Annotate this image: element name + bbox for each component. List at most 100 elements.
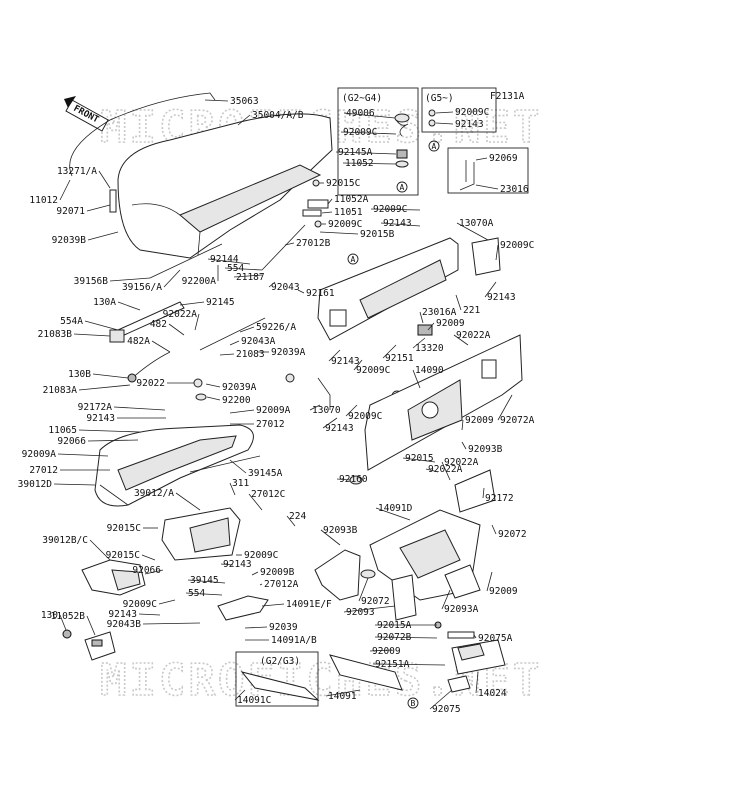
leader-line [179,301,205,306]
bolt-92143-g5 [428,119,436,127]
leader-line [57,453,109,457]
leader-line [327,198,333,205]
leader-line [207,258,251,265]
switch-23016a [417,324,433,336]
inset-box-g2-g3 [235,651,319,707]
svg-text:A: A [432,142,437,151]
leader-line [187,579,226,584]
washer-92200 [195,393,207,401]
part-label: 92071 [56,206,85,217]
bracket-13070a [471,237,501,276]
leader-line [297,289,305,294]
part-label: 27012B [296,238,331,249]
leader-line [441,461,451,481]
leader-line [261,603,285,607]
leader-line [358,577,369,602]
part-label: 35063 [230,96,259,107]
part-label: 35004/A/B [252,110,304,121]
spring-49006 [394,113,410,137]
inset-box-g2-g4 [337,87,419,196]
inset-label-g5: (G5~) [425,93,454,104]
collar-92039a [193,378,203,388]
bolt-130 [62,629,72,639]
rod-39156 [149,243,223,279]
part-label: 92069 [489,153,518,164]
part-label: 92009C [348,411,382,422]
leader-line [345,404,358,417]
bolt-92015c [312,179,320,187]
leader-line [138,613,161,616]
leader-line [336,478,351,481]
inset-label-g2-g3: (G2/G3) [260,656,300,667]
bracket-11051 [302,209,322,217]
leader-line [86,615,96,636]
leader-line [87,231,119,241]
leader-line [486,571,493,592]
part-label: 23016 [500,184,529,195]
part-label: 39012/A [134,488,174,499]
part-label: 92022 [136,378,165,389]
part-label: 92066 [57,436,86,447]
leader-line [205,383,221,388]
leader-line [113,406,166,411]
leader-line [497,394,513,421]
figure-code: F2131A [490,91,525,102]
part-label: 14091 [328,691,357,702]
leader-line [224,267,263,271]
part-label: 39156B [74,276,109,287]
part-label: 39012B/C [42,535,88,546]
part-label: 92039B [52,235,87,246]
part-label: 59226/A [256,322,296,333]
leader-line [475,157,488,161]
bracket-92093a [444,564,481,599]
bolt-92009c-g5 [428,109,436,117]
leader-line [402,457,436,463]
leader-line [233,274,263,278]
part-label: 92015A [377,620,412,631]
part-label: 482A [127,336,150,347]
part-label: 39145A [248,468,283,479]
leader-line [475,184,499,190]
bracket-92093 [391,574,417,621]
part-label: 92009C [500,240,534,251]
leader-line [219,353,235,356]
part-label: 11052B [51,611,86,622]
part-label: 27012C [251,489,285,500]
part-label: 221 [463,305,480,316]
leader-line [144,569,164,575]
svg-text:A: A [400,183,405,192]
part-label: 92009C [244,550,278,561]
part-label: 92009 [372,646,401,657]
leader-line [142,622,201,625]
inset-box-g5 [421,87,497,133]
leader-line [374,636,438,639]
leader-line [248,493,263,511]
leader-line [151,340,171,353]
part-label: 92022A [163,309,198,320]
part-label: 130B [68,369,91,380]
part-label: 92145 [206,297,235,308]
leader-line [92,373,129,379]
bracket-92172 [454,469,496,513]
part-label: 92160 [339,474,368,485]
part-label: 23016A [422,307,457,318]
leader-line [375,507,411,521]
bracket-92093b [314,549,361,601]
part-label: 92075 [432,704,461,715]
part-label: 92151 [385,353,414,364]
leader-line [321,211,333,214]
leader-line [328,349,341,362]
leader-line [168,323,185,336]
part-label: 92009A [22,449,57,460]
part-label: 92009C [123,599,157,610]
leader-line [453,334,469,346]
leader-line [343,112,396,119]
part-labels: 3506335004/A/B13271/A110129207192039B920… [18,96,535,715]
ref-circle-b-2: B [407,697,419,709]
part-label: 92039 [269,622,298,633]
part-label: 92093 [346,607,375,618]
leader-line [412,369,421,389]
plate-14091c [240,671,320,701]
part-label: 92161 [306,288,335,299]
